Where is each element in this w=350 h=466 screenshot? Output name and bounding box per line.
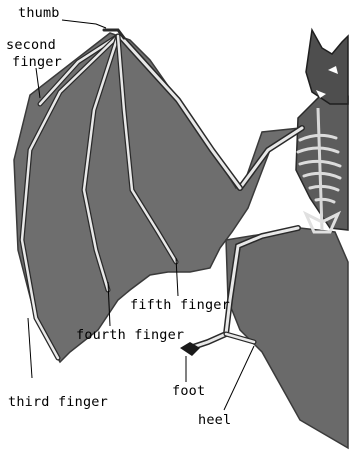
label-fourth-finger: fourth finger <box>76 328 184 343</box>
leader-thumb <box>62 20 106 28</box>
label-third-finger: third finger <box>8 395 108 410</box>
label-heel: heel <box>198 413 231 428</box>
label-second-finger-line1: second <box>6 38 56 53</box>
label-fifth-finger: fifth finger <box>130 298 230 313</box>
leader-third-finger <box>28 318 32 378</box>
label-second-finger-line2: finger <box>12 55 62 70</box>
label-foot: foot <box>172 384 205 399</box>
label-thumb: thumb <box>18 6 60 21</box>
leader-heel <box>224 346 254 410</box>
bat-head <box>306 30 348 104</box>
